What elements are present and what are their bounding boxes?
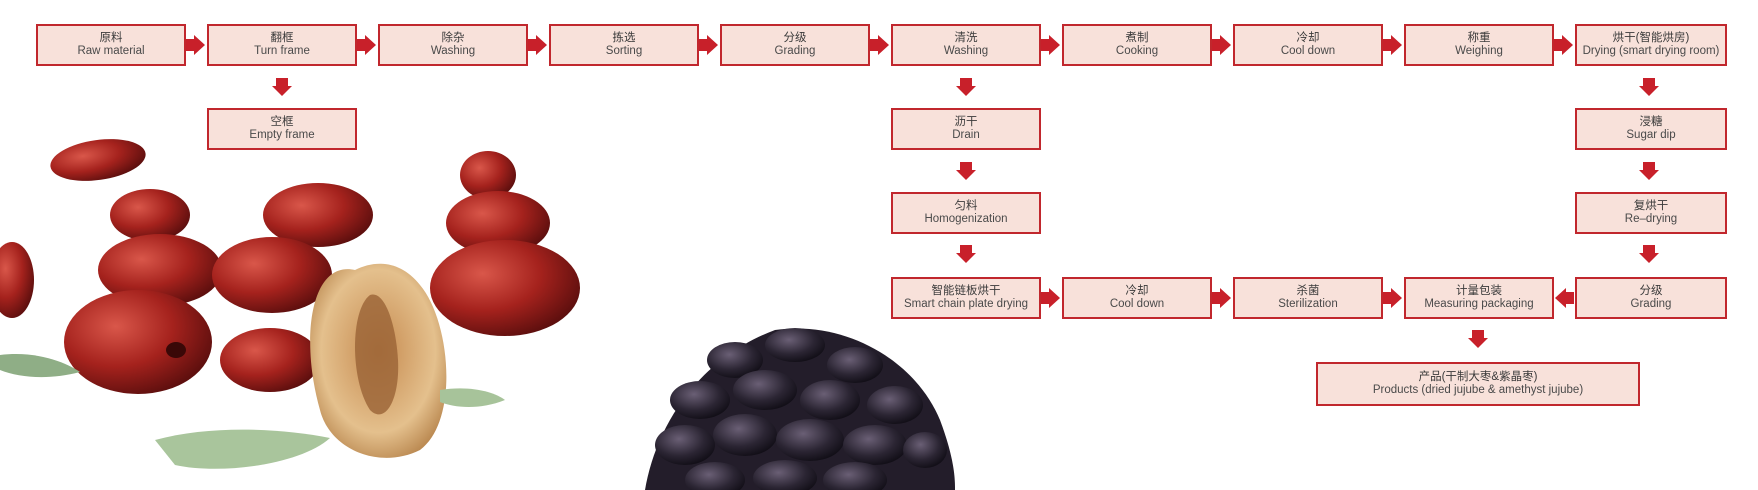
step-re-drying: 复烘干 Re–drying [1575, 192, 1727, 234]
step-sorting: 拣选 Sorting [549, 24, 699, 66]
arrow-right [1041, 288, 1060, 308]
step-cn-label: 煮制 [1125, 31, 1149, 44]
arrow-down [1468, 330, 1488, 348]
arrow-down [956, 162, 976, 180]
arrow-down [1639, 162, 1659, 180]
step-cn-label: 分级 [1639, 284, 1663, 297]
step-washing-1: 除杂 Washing [378, 24, 528, 66]
step-en-label: Washing [943, 45, 989, 57]
step-cn-label: 烘干(智能烘房) [1612, 31, 1690, 44]
step-empty-frame: 空框 Empty frame [207, 108, 357, 150]
step-final-product: 产品(干制大枣&紫晶枣) Products (dried jujube & am… [1316, 362, 1640, 406]
step-cn-label: 清洗 [954, 31, 978, 44]
step-washing-2: 清洗 Washing [891, 24, 1041, 66]
step-cn-label: 杀菌 [1296, 284, 1320, 297]
arrow-down [956, 245, 976, 263]
step-drain: 沥干 Drain [891, 108, 1041, 150]
step-cn-label: 拣选 [612, 31, 636, 44]
step-cn-label: 匀料 [954, 199, 978, 212]
dried-jujubes-photo [645, 328, 955, 490]
arrow-left [1555, 288, 1574, 308]
step-en-label: Drying (smart drying room) [1582, 45, 1720, 57]
arrow-down [1639, 245, 1659, 263]
step-cn-label: 智能链板烘干 [931, 284, 1001, 297]
step-cn-label: 原料 [99, 31, 123, 44]
red-jujubes-photo [0, 139, 580, 469]
step-sugar-dip: 浸糖 Sugar dip [1575, 108, 1727, 150]
arrow-down [956, 78, 976, 96]
arrow-right [186, 35, 205, 55]
arrow-right [1383, 288, 1402, 308]
arrow-right [1212, 288, 1231, 308]
arrow-right [1212, 35, 1231, 55]
step-raw-material: 原料 Raw material [36, 24, 186, 66]
step-en-label: Weighing [1455, 45, 1503, 57]
step-cn-label: 除杂 [441, 31, 465, 44]
step-en-label: Cool down [1280, 45, 1336, 57]
step-cn-label: 翻框 [270, 31, 294, 44]
step-en-label: Grading [1630, 298, 1672, 310]
step-en-label: Homogenization [924, 213, 1008, 225]
step-cool-down-2: 冷却 Cool down [1062, 277, 1212, 319]
step-en-label: Empty frame [249, 129, 315, 141]
step-en-label: Sugar dip [1626, 129, 1676, 141]
step-en-label: Measuring packaging [1424, 298, 1534, 310]
step-en-label: Grading [774, 45, 816, 57]
step-cn-label: 产品(干制大枣&紫晶枣) [1418, 370, 1538, 383]
step-cn-label: 计量包装 [1456, 284, 1502, 297]
step-homogenization: 匀料 Homogenization [891, 192, 1041, 234]
step-en-label: Sterilization [1278, 298, 1338, 310]
step-en-label: Raw material [77, 45, 145, 57]
step-smart-chain-drying: 智能链板烘干 Smart chain plate drying [891, 277, 1041, 319]
step-sterilization: 杀菌 Sterilization [1233, 277, 1383, 319]
step-grading-1: 分级 Grading [720, 24, 870, 66]
step-grading-2: 分级 Grading [1575, 277, 1727, 319]
arrow-right [1383, 35, 1402, 55]
arrow-right [1041, 35, 1060, 55]
arrow-right [870, 35, 889, 55]
step-weighing: 称重 Weighing [1404, 24, 1554, 66]
step-cn-label: 浸糖 [1639, 115, 1663, 128]
step-cn-label: 分级 [783, 31, 807, 44]
step-en-label: Drain [952, 129, 980, 141]
step-cooking: 煮制 Cooking [1062, 24, 1212, 66]
step-turn-frame: 翻框 Turn frame [207, 24, 357, 66]
step-en-label: Cool down [1109, 298, 1165, 310]
arrow-right [1554, 35, 1573, 55]
step-cn-label: 沥干 [954, 115, 978, 128]
step-cn-label: 冷却 [1125, 284, 1149, 297]
step-cn-label: 空框 [270, 115, 294, 128]
arrow-down [1639, 78, 1659, 96]
step-measuring-packaging: 计量包装 Measuring packaging [1404, 277, 1554, 319]
step-en-label: Products (dried jujube & amethyst jujube… [1372, 384, 1584, 396]
step-en-label: Cooking [1115, 45, 1159, 57]
step-cool-down-1: 冷却 Cool down [1233, 24, 1383, 66]
step-en-label: Re–drying [1624, 213, 1678, 225]
arrow-right [699, 35, 718, 55]
step-cn-label: 复烘干 [1633, 199, 1669, 212]
step-en-label: Smart chain plate drying [903, 298, 1028, 310]
step-en-label: Turn frame [254, 45, 310, 57]
step-drying: 烘干(智能烘房) Drying (smart drying room) [1575, 24, 1727, 66]
arrow-right [357, 35, 376, 55]
step-cn-label: 称重 [1467, 31, 1491, 44]
step-cn-label: 冷却 [1296, 31, 1320, 44]
step-en-label: Sorting [605, 45, 643, 57]
step-en-label: Washing [430, 45, 476, 57]
arrow-right [528, 35, 547, 55]
arrow-down [272, 78, 292, 96]
